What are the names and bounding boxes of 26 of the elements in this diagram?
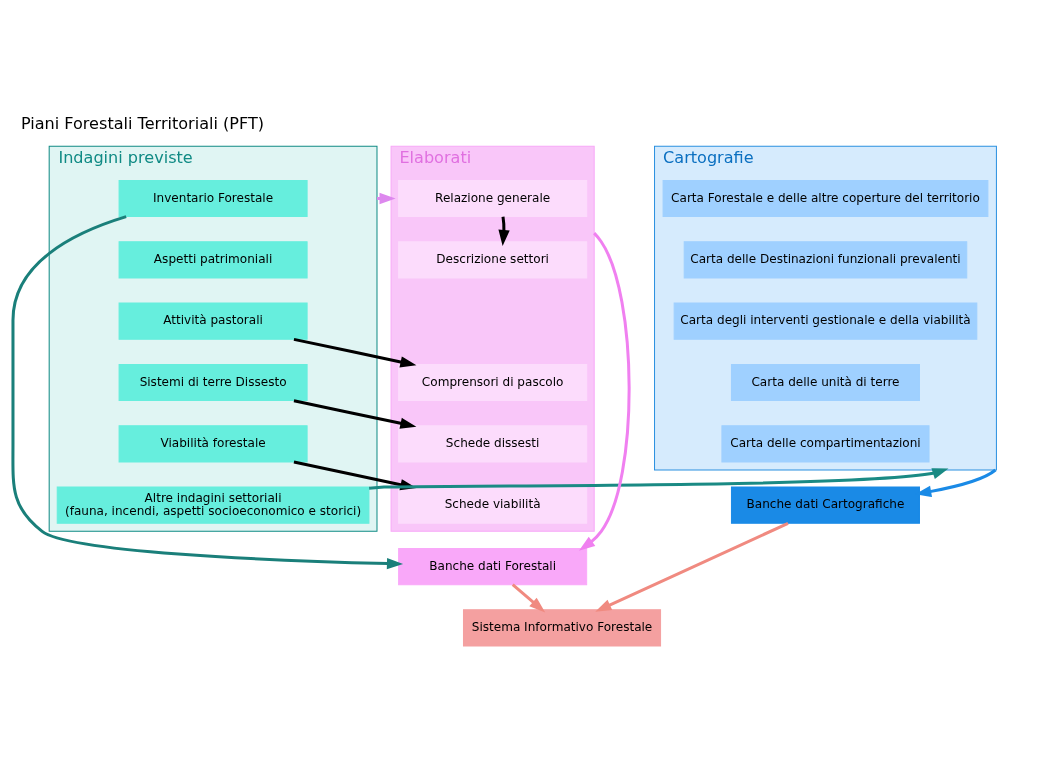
node-box: Carta delle compartimentazioni xyxy=(721,425,930,463)
node-box: Banche dati Cartografiche xyxy=(730,486,920,524)
node-box: Schede dissesti xyxy=(398,425,588,463)
arrow xyxy=(511,583,546,613)
node-box: Carta Forestale e delle altre coperture del territorio xyxy=(662,179,989,218)
node-box: Sistemi di terre Dissesto xyxy=(118,363,308,402)
arrow xyxy=(293,399,417,429)
node-box: Descrizione settori xyxy=(398,241,588,279)
node-box: Aspetti patrimoniali xyxy=(118,241,308,279)
arrow xyxy=(578,232,631,551)
node-box: Schede viabilità xyxy=(398,486,588,524)
node-box: Attività pastorali xyxy=(118,302,308,340)
node-box: Banche dati Forestali xyxy=(398,547,588,586)
arrow xyxy=(11,215,404,570)
node-box: Inventario Forestale xyxy=(118,179,308,218)
node-box: Viabilità forestale xyxy=(118,425,308,463)
node-box: Comprensori di pascolo xyxy=(398,363,588,402)
arrow xyxy=(293,337,417,368)
node-box: Altre indagini settoriali (fauna, incendi, aspetti socioeconomico e storici) xyxy=(56,486,370,524)
node-box: Sistema Informativo Forestale xyxy=(462,609,662,647)
node-box: Relazione generale xyxy=(398,179,588,218)
node-box: Carta delle Destinazioni funzionali prevalenti xyxy=(683,241,968,279)
arrow xyxy=(595,522,789,612)
node-box: Carta delle unità di terre xyxy=(730,363,920,402)
diagram-title: Piani Forestali Territoriali (PFT) xyxy=(20,113,265,133)
node-box: Carta degli interventi gestionale e della viabilità xyxy=(673,302,978,340)
